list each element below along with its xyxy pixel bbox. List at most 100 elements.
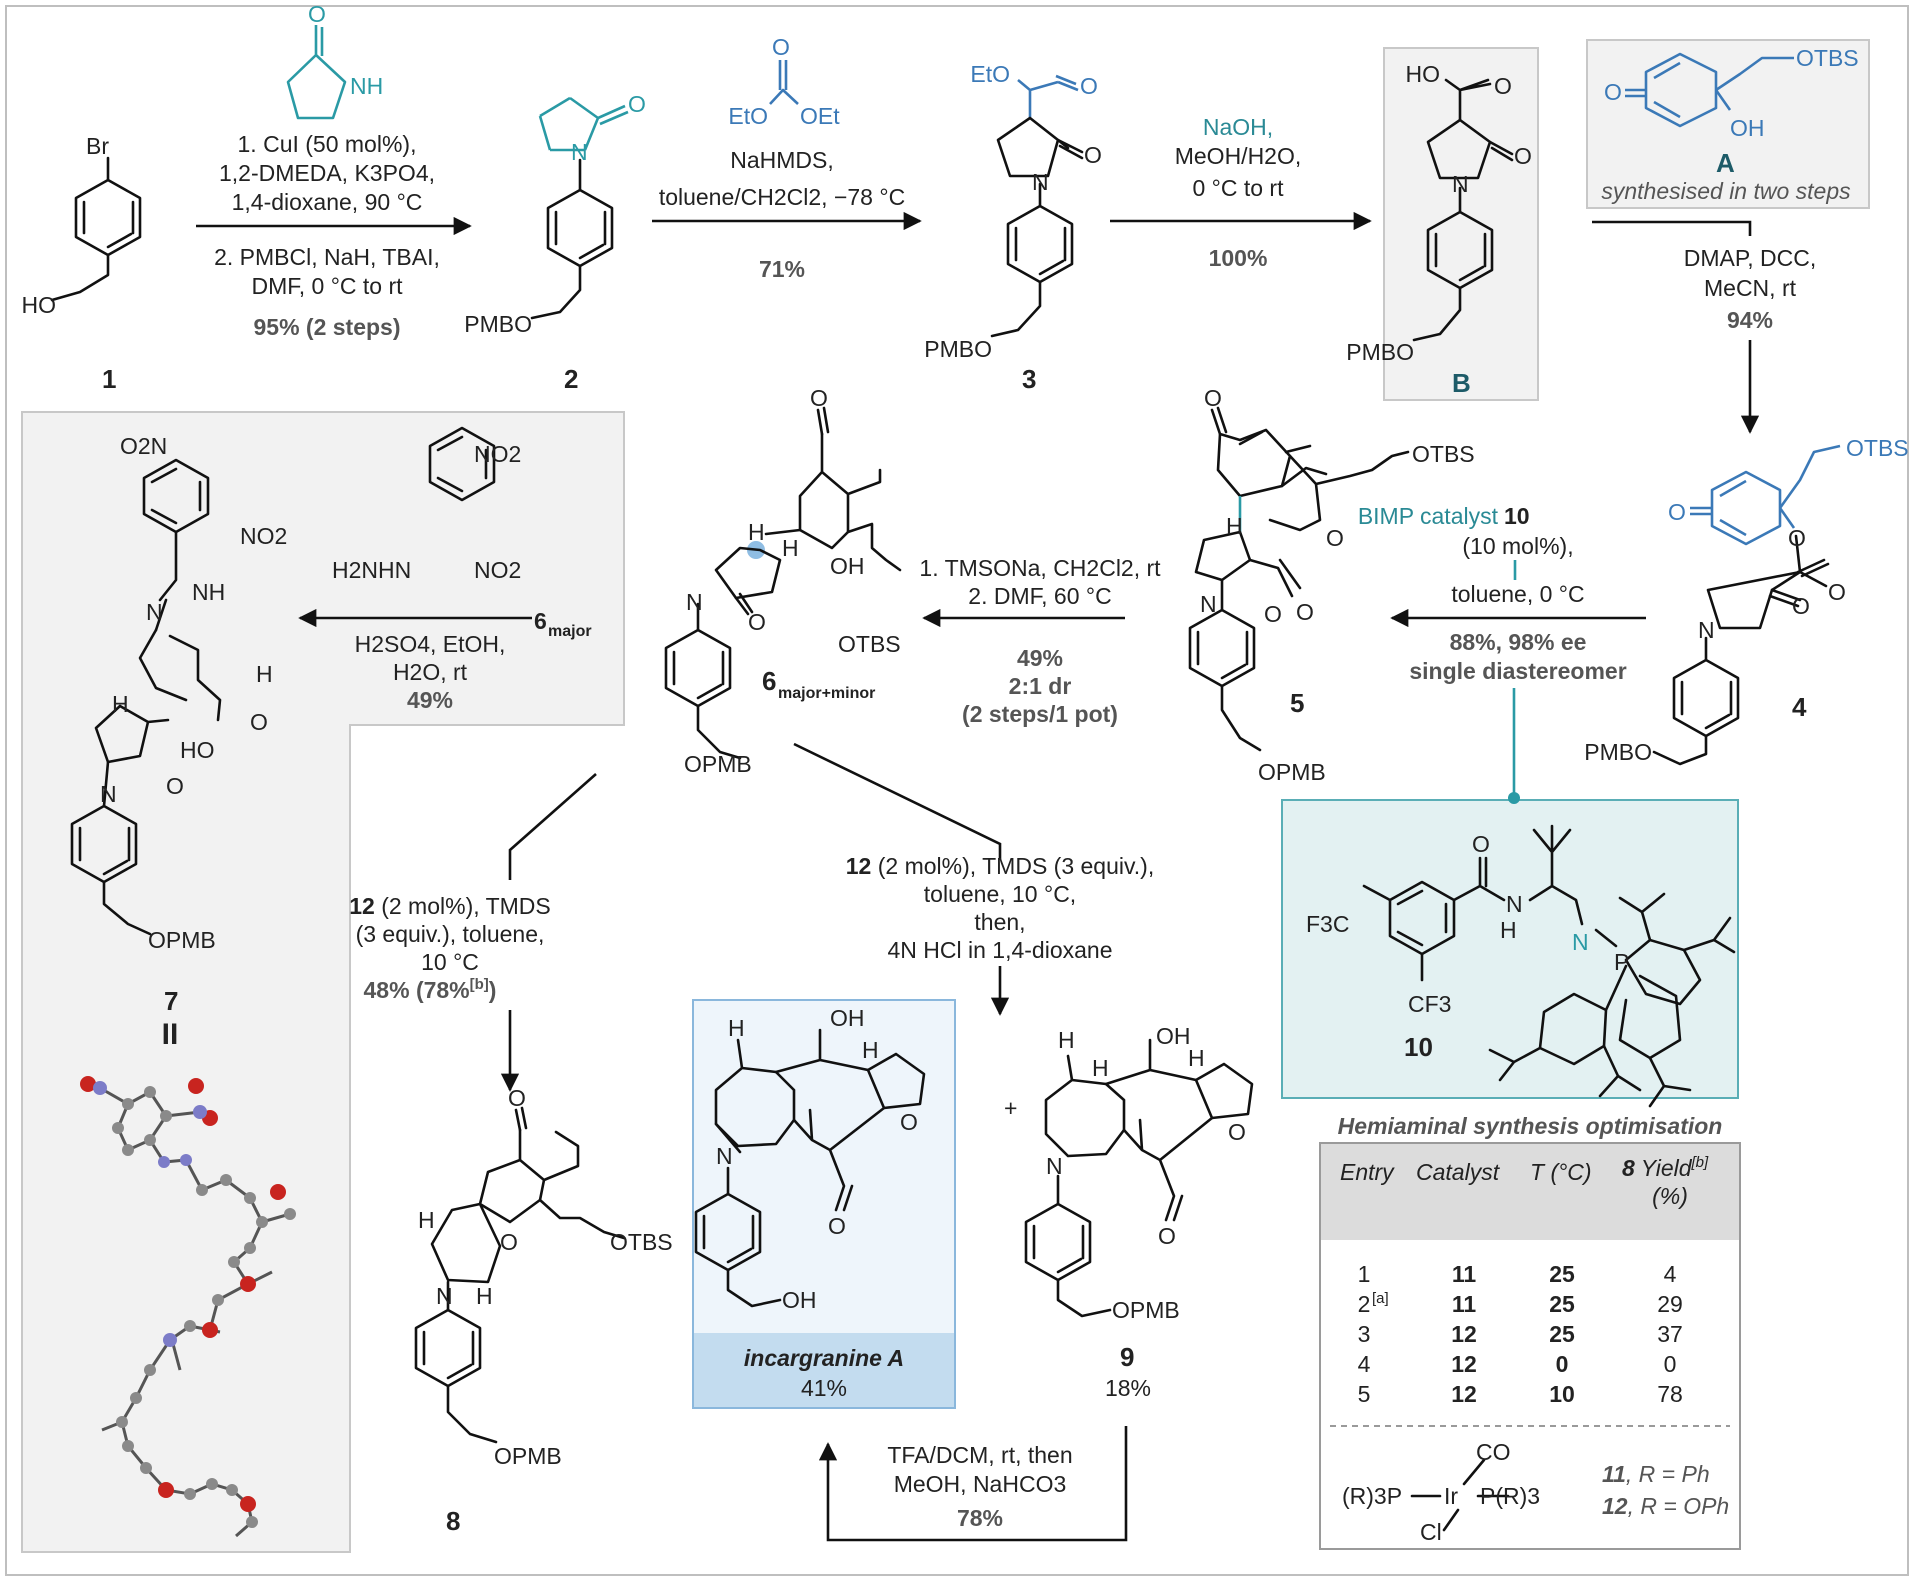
c7-o-ring: O (250, 709, 268, 735)
legend-entry-11: 11, R = Ph (1602, 1461, 1710, 1487)
step-10: TFA/DCM, rt, then MeOH, NaHCO3 78% (818, 1426, 1128, 1542)
table-cell: 1 (1358, 1261, 1371, 1287)
c4-o-carbonyl: O (1828, 579, 1846, 605)
dnph-h2nhn: H2NHN (332, 557, 411, 583)
c4-o-ketone: O (1668, 499, 1686, 525)
c9-o-ketone: O (1158, 1223, 1176, 1249)
inc-oh-bottom: OH (782, 1287, 817, 1313)
label-a: A (1716, 148, 1735, 178)
step5-catalyst-num: 10 (1504, 503, 1530, 529)
c7-o-lactam: O (166, 773, 184, 799)
label-9: 9 (1120, 1342, 1134, 1372)
table-cell: 11 (1452, 1291, 1477, 1317)
ca-oh: OH (1730, 115, 1765, 141)
c7-opmb: OPMB (148, 927, 216, 953)
table-cell: 2 (1358, 1291, 1371, 1317)
step-2: NaHMDS, toluene/CH2Cl2, −78 °C 71% (652, 147, 922, 282)
incargranine-yield: 41% (801, 1375, 847, 1401)
step1-yield: 95% (2 steps) (253, 314, 400, 340)
atom-ho: HO (22, 292, 57, 318)
xray-structure (80, 1076, 296, 1538)
step10-line1: TFA/DCM, rt, then (887, 1442, 1072, 1468)
step8-yield: 48% (78%[b]) (364, 976, 497, 1003)
compound-5: O OTBS H O O N O OPMB 5 (1188, 385, 1475, 785)
table-cell: 25 (1549, 1291, 1575, 1317)
table-cell: 12 (1451, 1321, 1477, 1347)
pyrrolidinone-reagent: O NH (286, 1, 383, 120)
inc-o-ring: O (900, 1109, 918, 1135)
a-note: synthesised in two steps (1601, 178, 1851, 204)
c6-h1: H (748, 519, 765, 545)
c4-n: N (1698, 617, 1715, 643)
table-cell: 4 (1358, 1351, 1371, 1377)
c10-p: P (1614, 949, 1629, 975)
label-b: B (1452, 368, 1471, 398)
table-cell: 0 (1664, 1351, 1677, 1377)
c4-otbs: OTBS (1846, 435, 1909, 461)
c6-n: N (686, 589, 703, 615)
step6-dr: 2:1 dr (1009, 673, 1072, 699)
label-7: 7 (164, 986, 178, 1016)
c9-yield: 18% (1105, 1375, 1151, 1401)
c2-pmbo: PMBO (464, 311, 532, 337)
c10-h: H (1500, 917, 1517, 943)
step-4: DMAP, DCC, MeCN, rt 94% (1592, 220, 1816, 434)
step3-line2: 0 °C to rt (1192, 175, 1284, 201)
compound-6: O H H OH N O OTBS OPMB 6 major+minor (664, 385, 902, 777)
c8-o-ring: O (500, 1229, 518, 1255)
c6-h2: H (782, 535, 799, 561)
lactam-nh: NH (350, 73, 383, 99)
cb-n: N (1452, 171, 1469, 197)
c6-otbs: OTBS (838, 631, 901, 657)
legend-entry-12: 12, R = OPh (1602, 1493, 1729, 1519)
table-cell: 10 (1549, 1381, 1575, 1407)
table-header-unit: (%) (1652, 1183, 1688, 1209)
step8-line2: (3 equiv.), toluene, (356, 921, 545, 947)
table-title: Hemiaminal synthesis optimisation (1338, 1113, 1723, 1139)
compound-7: O2N NO2 NH N H H O HO N O OPMB 7 II (70, 433, 287, 1051)
compound-2: O N PMBO 2 (464, 91, 646, 394)
step3-reagent: NaOH, (1203, 114, 1273, 140)
legend-ir: Ir (1444, 1483, 1458, 1509)
xray-symbol: II (162, 1018, 179, 1051)
step-9: 12 (2 mol%), TMDS (3 equiv.), toluene, 1… (793, 742, 1154, 1016)
table-header-band (1321, 1144, 1739, 1240)
c10-f3c: F3C (1306, 911, 1349, 937)
c5-o-ring: O (1326, 525, 1344, 551)
c7-n: N (146, 599, 163, 625)
c9-o-ring: O (1228, 1119, 1246, 1145)
step10-line2: MeOH, NaHCO3 (894, 1471, 1067, 1497)
table-cell: 4 (1664, 1261, 1677, 1287)
table-cell: [a] (1372, 1290, 1389, 1307)
c7-h-left: H (112, 691, 129, 717)
table-cell: 3 (1358, 1321, 1371, 1347)
c8-h-bottom: H (476, 1283, 493, 1309)
carbonate-o: O (772, 34, 790, 60)
compound-3: EtO O O N PMBO 3 (924, 61, 1102, 394)
c8-otbs: OTBS (610, 1229, 673, 1255)
c7-no2: NO2 (240, 523, 287, 549)
c7-h-right: H (256, 661, 273, 687)
compound-b: HO O O N PMBO B (1346, 61, 1532, 398)
dnph-no2-top: NO2 (474, 441, 521, 467)
compound-4: OTBS O O O N O PMBO 4 (1584, 435, 1909, 766)
c5-o-lactam: O (1264, 601, 1282, 627)
label-1: 1 (102, 364, 116, 394)
table-cell: 78 (1657, 1381, 1683, 1407)
table-cell: 25 (1549, 1261, 1575, 1287)
step6-line1: 1. TMSONa, CH2Cl2, rt (919, 555, 1161, 581)
step2-yield: 71% (759, 256, 805, 282)
step-8: 12 (2 mol%), TMDS (3 equiv.), toluene, 1… (349, 773, 597, 1092)
c3-o-lactam: O (1084, 142, 1102, 168)
step1-line4: 2. PMBCl, NaH, TBAI, (214, 244, 440, 270)
c7-ho: HO (180, 737, 215, 763)
c5-opmb: OPMB (1258, 759, 1326, 785)
step7-line2: H2O, rt (393, 659, 468, 685)
label-10: 10 (1404, 1032, 1433, 1062)
step4-line2: MeCN, rt (1704, 275, 1797, 301)
step6-yield: 49% (1017, 645, 1063, 671)
step9-line2: toluene, 10 °C, (924, 881, 1076, 907)
c3-eto: EtO (970, 61, 1010, 87)
